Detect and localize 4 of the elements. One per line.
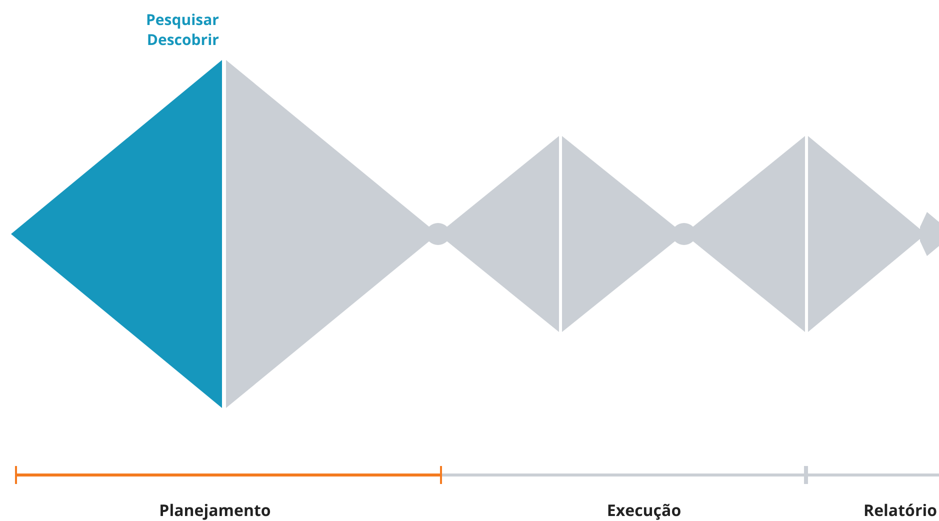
phase-label: Relatório	[864, 499, 937, 521]
phase-label: Execução	[606, 499, 682, 521]
phase-label: Planejamento	[159, 499, 271, 521]
stage-heading: Pesquisar Descobrir	[145, 10, 219, 50]
